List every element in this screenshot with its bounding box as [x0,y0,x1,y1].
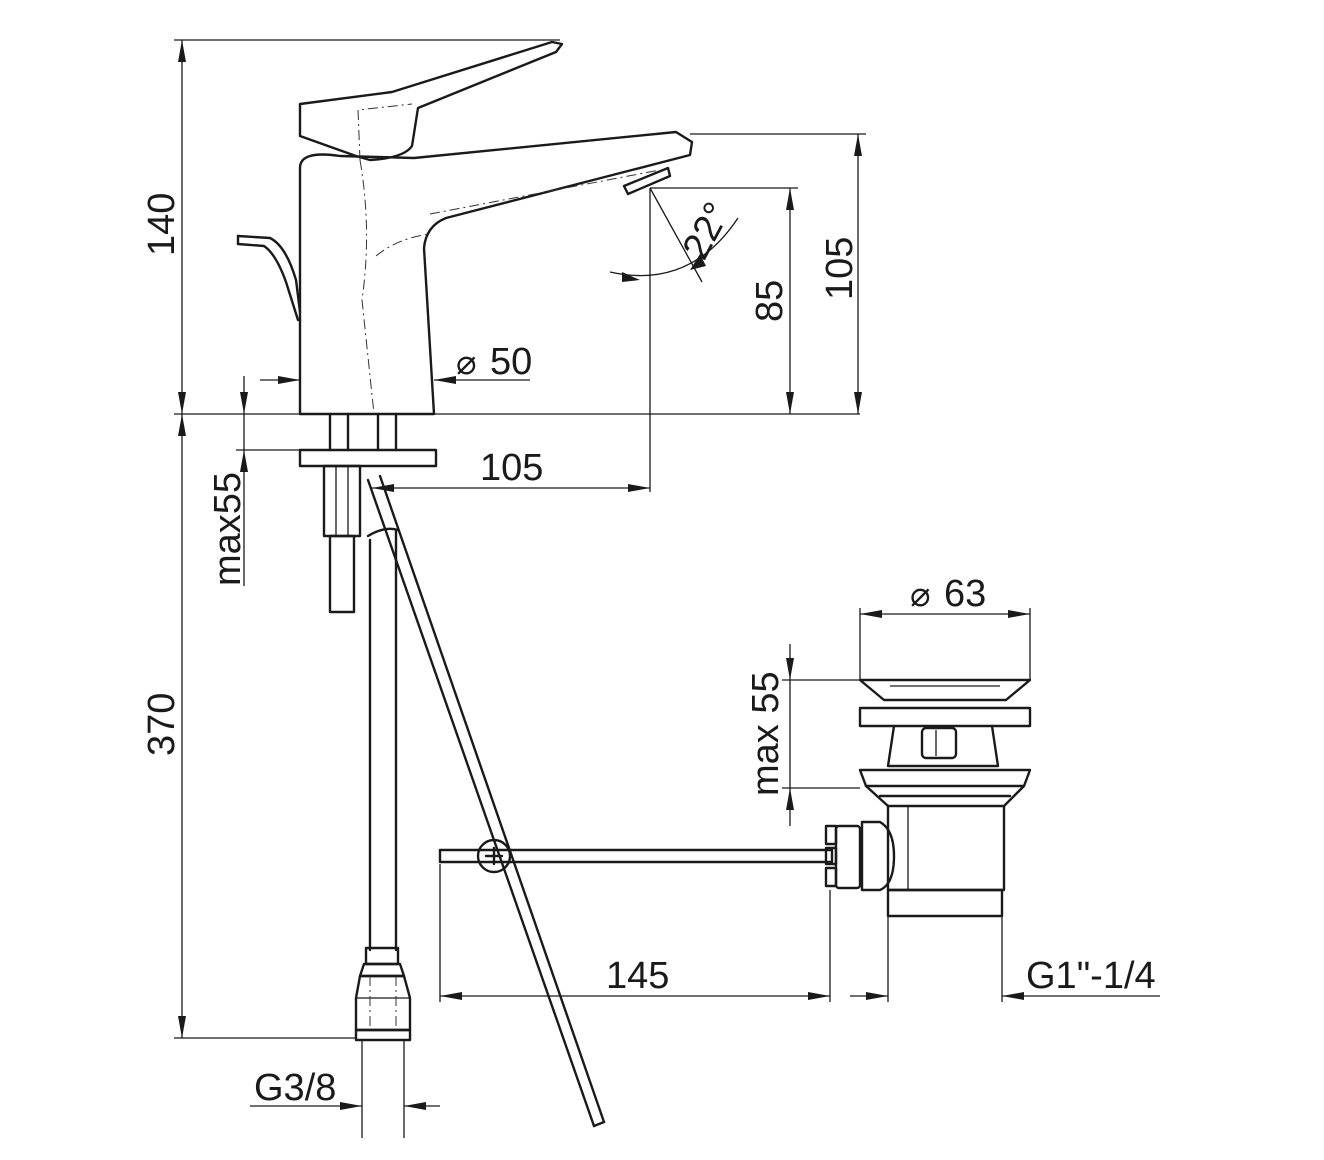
dim-label-max55-tap: max55 [207,472,249,586]
dim-label-105-height: 105 [819,237,861,300]
dim-label-22-degree: 22° [675,196,739,266]
diameter-icon: ⌀ [456,343,476,383]
dim-label-105-reach: 105 [480,447,543,489]
dim-label-max55-waste: max 55 [745,671,787,796]
linkage-rod [438,838,834,874]
dimension-labels: 140 370 105 85 22° ⌀ 50 max55 105 G3/8 ⌀… [141,193,1156,1109]
dim-label-145: 145 [606,955,669,997]
dimension-lines [174,39,1160,1138]
dim-label-g1-14: G1"-1/4 [1026,955,1156,997]
dim-label-370: 370 [141,693,183,756]
faucet-body [236,40,694,416]
flexible-hose [354,527,412,1042]
pull-rod [366,474,606,1128]
dim-label-85: 85 [749,280,791,322]
dim-label-140: 140 [141,193,183,256]
dim-label-50: 50 [490,341,532,383]
diameter-icon: ⌀ [910,575,930,615]
mounting-kit [298,412,438,614]
clamp-screw-icon [476,838,512,874]
dim-label-g38: G3/8 [254,1067,336,1109]
popup-waste [824,678,1032,918]
dim-label-63: 63 [944,573,986,615]
